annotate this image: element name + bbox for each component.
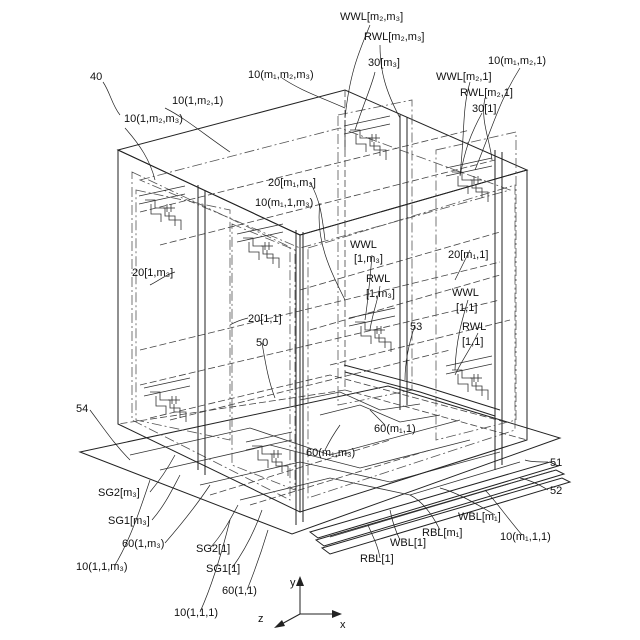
- label-10-1-m2-m3: 10(1,m₂,m₃): [124, 113, 183, 125]
- label-10-m1-m2-m3: 10(m₁,m₂,m₃): [248, 69, 314, 81]
- label-rwl-1-1-index: [1,1]: [462, 336, 483, 348]
- label-wwl-1-1-index: [1,1]: [456, 302, 477, 314]
- label-20-1-1: 20[1,1]: [248, 313, 282, 325]
- label-sg1-1: SG1[1]: [206, 563, 240, 575]
- label-30-1: 30[1]: [472, 103, 496, 115]
- label-50: 50: [256, 337, 268, 349]
- label-wwl-1-1: WWL: [452, 287, 479, 299]
- label-rwl-m2-m3: RWL[m₂,m₃]: [364, 31, 425, 43]
- label-53: 53: [410, 321, 422, 333]
- label-51: 51: [550, 457, 562, 469]
- label-rwl-1-m3-index: [1,m₃]: [366, 288, 395, 300]
- label-10-1-1-1: 10(1,1,1): [174, 607, 218, 619]
- label-rwl-m2-1: RWL[m₂,1]: [460, 87, 513, 99]
- label-40: 40: [90, 71, 102, 83]
- label-60-m1-1: 60(m₁,1): [374, 423, 416, 435]
- label-sg1-m3: SG1[m₃]: [108, 515, 150, 527]
- label-10-1-m2-1: 10(1,m₂,1): [172, 95, 223, 107]
- label-60-1-m3: 60(1,m₃): [122, 538, 164, 550]
- label-rbl-1: RBL[1]: [360, 553, 394, 565]
- label-60-1-1: 60(1,1): [222, 585, 257, 597]
- axes: [274, 576, 342, 628]
- label-wwl-1-m3: WWL: [350, 239, 377, 251]
- label-60-m1-m3: 60(m₁,m₃): [306, 447, 355, 459]
- label-10-m1-1-1: 10(m₁,1,1): [500, 531, 551, 543]
- label-axis-x: x: [340, 619, 346, 631]
- label-axis-y: y: [290, 577, 296, 589]
- label-10-1-1-m3: 10(1,1,m₃): [76, 561, 128, 573]
- label-wbl-1: WBL[1]: [390, 537, 426, 549]
- label-10-m1-m2-1: 10(m₁,m₂,1): [488, 55, 546, 67]
- label-52: 52: [550, 485, 562, 497]
- label-wwl-m2-m3: WWL[m₂,m₃]: [340, 11, 403, 23]
- label-10-m1-1-m3: 10(m₁,1,m₃): [255, 197, 313, 209]
- label-sg2-m3: SG2[m₃]: [98, 487, 140, 499]
- label-54: 54: [76, 403, 88, 415]
- word-line-dashes: [140, 130, 510, 420]
- label-rwl-1-m3: RWL: [366, 273, 390, 285]
- label-20-m1-m3: 20[m₁,m₃]: [268, 177, 316, 189]
- label-sg2-1: SG2[1]: [196, 543, 230, 555]
- label-20-m1-1: 20[m₁,1]: [448, 249, 488, 261]
- label-30-m3: 30[m₃]: [368, 57, 400, 69]
- label-rbl-m1: RBL[m₁]: [422, 527, 462, 539]
- label-wbl-m1: WBL[m₁]: [458, 511, 501, 523]
- label-wwl-m2-1: WWL[m₂,1]: [436, 71, 492, 83]
- label-axis-z: z: [258, 613, 264, 625]
- label-rwl-1-1: RWL: [462, 321, 486, 333]
- label-20-1-m3: 20[1,m₃]: [132, 267, 173, 279]
- label-wwl-1-m3-index: [1,m₃]: [354, 253, 383, 265]
